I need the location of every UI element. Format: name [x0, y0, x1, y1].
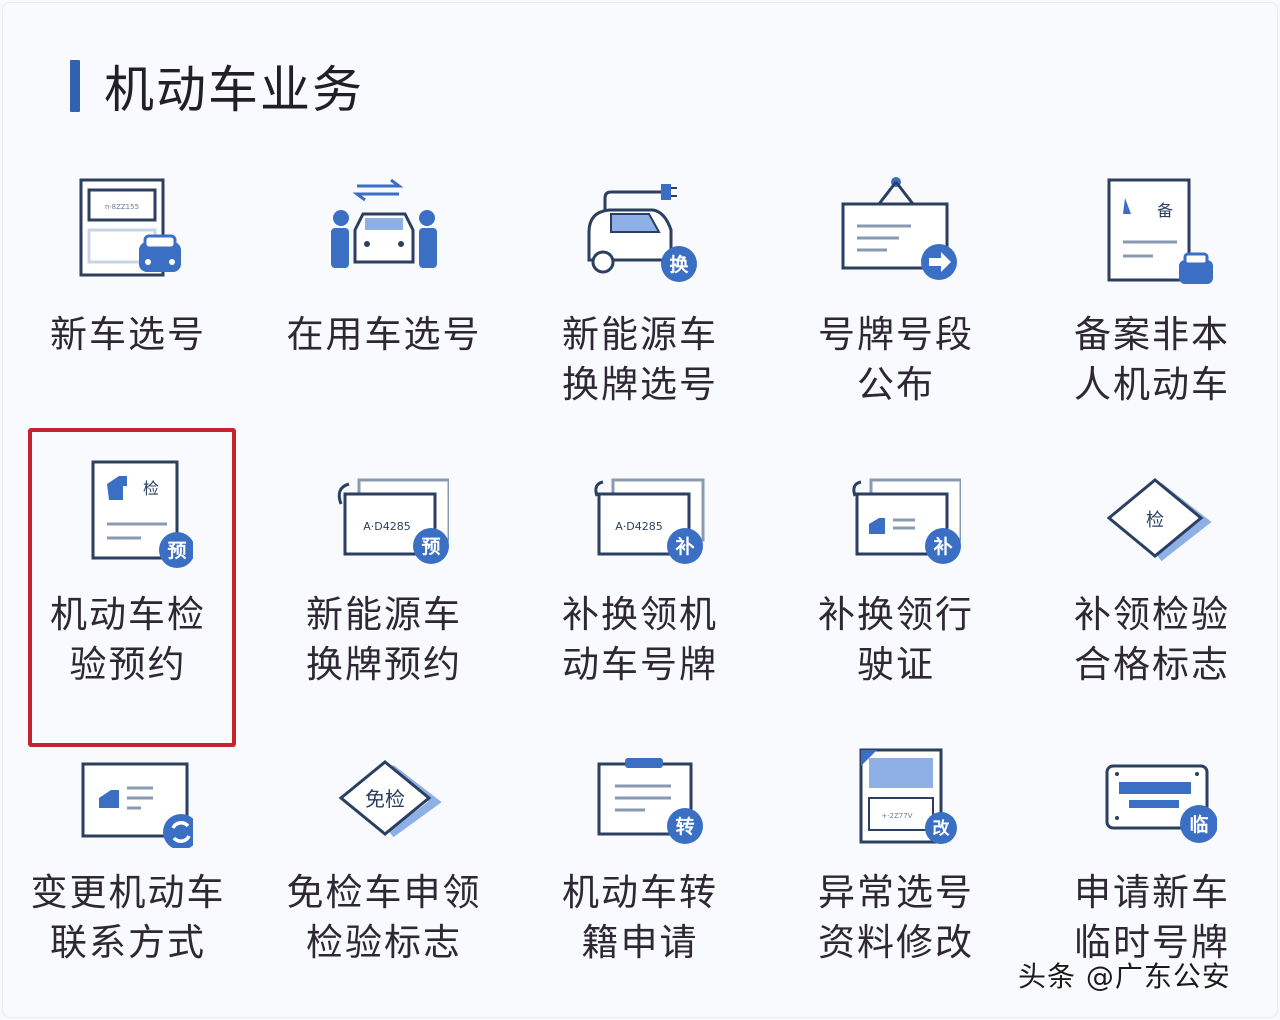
ev-car-icon: 换: [565, 170, 715, 290]
record-edit-icon: +·2Z77V 改: [821, 728, 971, 848]
service-label: 新车选号: [50, 313, 206, 356]
section-accent-bar: [70, 60, 80, 112]
service-plate-replace[interactable]: A·D4285 补 补换领机 动车号牌: [512, 450, 768, 730]
service-label: 新能源车 换牌预约: [306, 593, 462, 686]
service-label: 异常选号 资料修改: [818, 871, 974, 964]
service-inspection-booking[interactable]: 检 预 机动车检 验预约: [0, 450, 256, 730]
new-car-plate-icon: n·8ZZ155: [53, 170, 203, 290]
service-contact-change[interactable]: 变更机动车 联系方式: [0, 728, 256, 1008]
service-label: 号牌号段 公布: [818, 313, 974, 406]
svg-text:n·8ZZ155: n·8ZZ155: [105, 203, 139, 211]
service-label: 机动车转 籍申请: [562, 871, 718, 964]
svg-text:换: 换: [669, 253, 689, 276]
filing-document-icon: 备: [1077, 170, 1227, 290]
svg-text:A·D4285: A·D4285: [363, 520, 411, 533]
notice-board-icon: [821, 170, 971, 290]
svg-text:预: 预: [421, 536, 440, 558]
service-label: 在用车选号: [286, 313, 482, 356]
service-transfer-registration[interactable]: 转 机动车转 籍申请: [512, 728, 768, 1008]
svg-text:改: 改: [933, 818, 951, 839]
service-label: 新能源车 换牌选号: [562, 313, 718, 406]
service-label: 变更机动车 联系方式: [30, 871, 226, 964]
service-inspection-sticker-reissue[interactable]: 检 补领检验 合格标志: [1024, 450, 1280, 730]
svg-text:补: 补: [933, 535, 952, 558]
transfer-clipboard-icon: 转: [565, 728, 715, 848]
service-ev-plate-selection[interactable]: 换 新能源车 换牌选号: [512, 170, 768, 450]
service-label: 免检车申领 检验标志: [286, 871, 482, 964]
service-temporary-plate[interactable]: 临 申请新车 临时号牌: [1024, 728, 1280, 1008]
service-exempt-sticker[interactable]: 免检 免检车申领 检验标志: [256, 728, 512, 1008]
svg-text:+·2Z77V: +·2Z77V: [881, 812, 912, 820]
contact-change-icon: [53, 728, 203, 848]
service-plate-range-notice[interactable]: 号牌号段 公布: [768, 170, 1024, 450]
svg-text:免检: 免检: [365, 787, 405, 811]
highlight-box: [28, 428, 236, 747]
service-new-car-plate[interactable]: n·8ZZ155 新车选号: [0, 170, 256, 450]
plate-replace-icon: A·D4285 补: [565, 450, 715, 570]
svg-text:预: 预: [167, 540, 186, 562]
svg-text:临: 临: [1189, 813, 1208, 836]
section-title: 机动车业务: [104, 61, 364, 119]
svg-text:检: 检: [1146, 510, 1164, 531]
temporary-plate-icon: 临: [1077, 728, 1227, 848]
service-label: 补领检验 合格标志: [1074, 593, 1230, 686]
inspection-sticker-icon: 检: [1077, 450, 1227, 570]
svg-text:补: 补: [675, 535, 694, 558]
service-label: 补换领行 驶证: [818, 593, 974, 686]
license-replace-icon: 补: [821, 450, 971, 570]
svg-text:备: 备: [1157, 201, 1173, 220]
exempt-sticker-icon: 免检: [309, 728, 459, 848]
service-record-edit[interactable]: +·2Z77V 改 异常选号 资料修改: [768, 728, 1024, 1008]
service-filing-vehicle[interactable]: 备 备案非本 人机动车: [1024, 170, 1280, 450]
service-label: 申请新车 临时号牌: [1074, 871, 1230, 964]
plate-booking-icon: A·D4285 预: [309, 450, 459, 570]
service-car-transfer[interactable]: 在用车选号: [256, 170, 512, 450]
svg-text:转: 转: [675, 815, 694, 838]
watermark: 头条 @广东公安: [1018, 960, 1231, 993]
svg-text:A·D4285: A·D4285: [615, 520, 663, 533]
inspection-booking-icon: 检 预: [53, 450, 203, 570]
svg-text:检: 检: [143, 479, 159, 498]
service-ev-plate-booking[interactable]: A·D4285 预 新能源车 换牌预约: [256, 450, 512, 730]
service-label: 机动车检 验预约: [50, 593, 206, 686]
service-license-replace[interactable]: 补 补换领行 驶证: [768, 450, 1024, 730]
service-label: 补换领机 动车号牌: [562, 593, 718, 686]
section-header: 机动车业务: [70, 58, 364, 119]
car-transfer-icon: [309, 170, 459, 290]
service-label: 备案非本 人机动车: [1074, 313, 1230, 406]
